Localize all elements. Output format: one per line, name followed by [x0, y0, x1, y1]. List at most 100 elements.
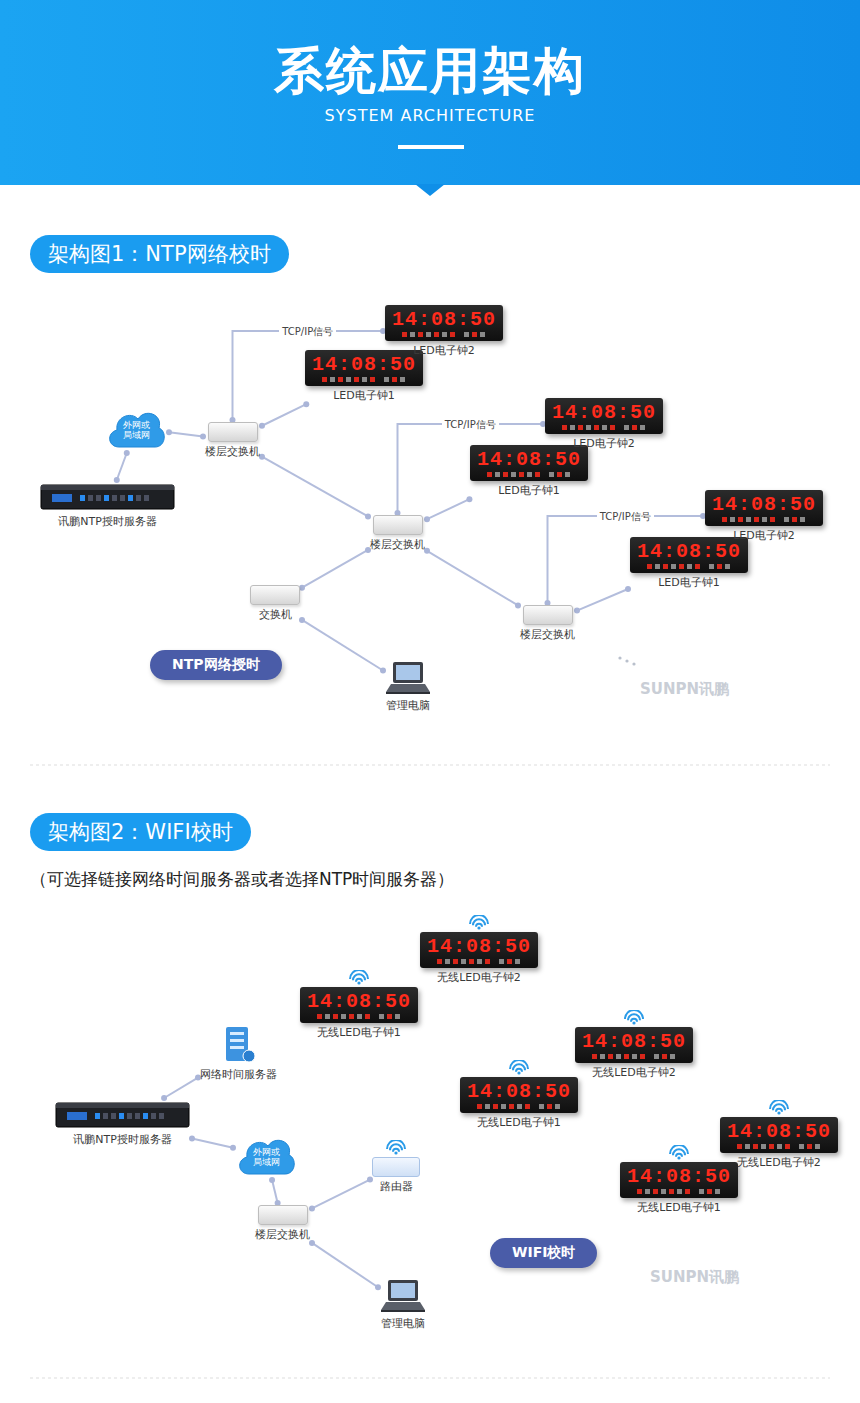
wireless-led-clock: 14:08:50无线LED电子钟2 — [720, 1100, 838, 1169]
header-pointer — [415, 184, 445, 196]
wifi-icon — [669, 1145, 689, 1160]
node-label: 无线LED电子钟2 — [592, 1066, 676, 1079]
mode-badge: WIFI校时 — [490, 1238, 597, 1268]
connector-dot — [625, 586, 631, 592]
node-label: LED电子钟2 — [413, 344, 475, 357]
clock-face: 14:08:50 — [470, 445, 588, 481]
connector-dot — [166, 429, 172, 435]
network-switch: 楼层交换机 — [255, 1205, 310, 1241]
network-switch: 楼层交换机 — [370, 515, 425, 551]
network-switch: 楼层交换机 — [520, 605, 575, 641]
clock-date-row — [637, 1188, 721, 1195]
connector-dot — [189, 1136, 195, 1142]
clock-face: 14:08:50 — [575, 1027, 693, 1063]
switch-device — [250, 585, 300, 605]
clock-time: 14:08:50 — [477, 449, 581, 471]
connector-dot — [365, 513, 371, 519]
node-label: 网络时间服务器 — [200, 1068, 277, 1081]
connector-line — [427, 499, 469, 519]
clock-time: 14:08:50 — [552, 402, 656, 424]
subtitle: SYSTEM ARCHITECTURE — [0, 106, 860, 125]
wifi-icon — [386, 1140, 406, 1155]
node-label: LED电子钟1 — [333, 389, 395, 402]
connector-line — [117, 453, 127, 480]
node-label: 路由器 — [380, 1180, 413, 1193]
clock-face: 14:08:50 — [385, 305, 503, 341]
switch-device — [258, 1205, 308, 1225]
node-label: 无线LED电子钟1 — [637, 1201, 721, 1214]
clock-date-row — [592, 1053, 676, 1060]
wifi-icon — [469, 915, 489, 930]
wifi-router: 路由器 — [372, 1140, 420, 1193]
connector-dot — [124, 450, 130, 456]
section-heading: 架构图2：WIFI校时 — [30, 813, 251, 851]
clock-time: 14:08:50 — [427, 936, 531, 958]
connector-line — [302, 620, 383, 671]
wireless-led-clock: 14:08:50 无线LED电子钟1 — [460, 1060, 578, 1129]
connector-line — [272, 1180, 278, 1203]
server-tower-icon — [222, 1025, 256, 1065]
node-label: 管理电脑 — [386, 699, 430, 712]
separator — [30, 765, 830, 766]
clock-date-row — [737, 1143, 821, 1150]
cloud-shape: 外网或局域网 — [235, 1132, 297, 1178]
connector-dot — [299, 617, 305, 623]
router-device — [372, 1157, 420, 1177]
connector-line — [577, 589, 628, 611]
wifi-icon — [624, 1010, 644, 1025]
node-label: 楼层交换机 — [255, 1228, 310, 1241]
clock-time: 14:08:50 — [307, 991, 411, 1013]
node-label: LED电子钟2 — [573, 437, 635, 450]
mode-badge: NTP网络授时 — [150, 650, 282, 680]
clock-time: 14:08:50 — [582, 1031, 686, 1053]
section-heading: 架构图1：NTP网络校时 — [30, 235, 289, 273]
connector-dot — [367, 1177, 373, 1183]
connector-dot — [375, 1284, 381, 1290]
network-switch: 楼层交换机 — [205, 422, 260, 458]
node-label: LED电子钟1 — [658, 576, 720, 589]
network-switch: 交换机 — [250, 585, 300, 621]
clock-date-row — [477, 1103, 561, 1110]
node-label: 楼层交换机 — [370, 538, 425, 551]
connector-line — [262, 457, 368, 517]
node-label: 无线LED电子钟1 — [477, 1116, 561, 1129]
clock-time: 14:08:50 — [637, 541, 741, 563]
switch-device — [523, 605, 573, 625]
led-clock: 14:08:50LED电子钟2 — [545, 398, 663, 450]
header-bar — [398, 145, 464, 149]
server-device — [40, 482, 175, 512]
connector-dot — [230, 1145, 236, 1151]
clock-date-row — [562, 424, 646, 431]
connector-dot — [424, 516, 430, 522]
connector-dot — [200, 433, 206, 439]
edge-label: TCP/IP信号 — [597, 510, 654, 523]
led-clock: 14:08:50LED电子钟2 — [385, 305, 503, 357]
clock-face: 14:08:50 — [545, 398, 663, 434]
connector-line — [427, 551, 518, 606]
wireless-led-clock: 14:08:50无线LED电子钟1 — [300, 970, 418, 1039]
connector-line — [312, 1180, 370, 1209]
network-cloud: 外网或局域网 — [235, 1132, 297, 1178]
clock-time: 14:08:50 — [727, 1121, 831, 1143]
clock-date-row — [317, 1013, 401, 1020]
clock-face: 14:08:50 — [705, 490, 823, 526]
node-label: 讯鹏NTP授时服务器 — [73, 1133, 172, 1146]
connector-line — [169, 432, 203, 436]
clock-face: 14:08:50 — [630, 537, 748, 573]
watermark: SUNPN讯鹏 — [650, 1268, 739, 1287]
edge-label: TCP/IP信号 — [279, 325, 336, 338]
clock-date-row — [487, 471, 571, 478]
connector-line — [302, 550, 368, 588]
management-pc: 管理电脑 — [380, 1278, 426, 1330]
node-label: 无线LED电子钟2 — [437, 971, 521, 984]
switch-device — [373, 515, 423, 535]
edge-label: TCP/IP信号 — [442, 418, 499, 431]
page-title: 系统应用架构 — [0, 38, 860, 105]
clock-face: 14:08:50 — [460, 1077, 578, 1113]
connector-dot — [114, 477, 120, 483]
connector-dot — [309, 1205, 315, 1211]
clock-face: 14:08:50 — [305, 350, 423, 386]
connector-line — [192, 1139, 233, 1148]
switch-device — [208, 422, 258, 442]
